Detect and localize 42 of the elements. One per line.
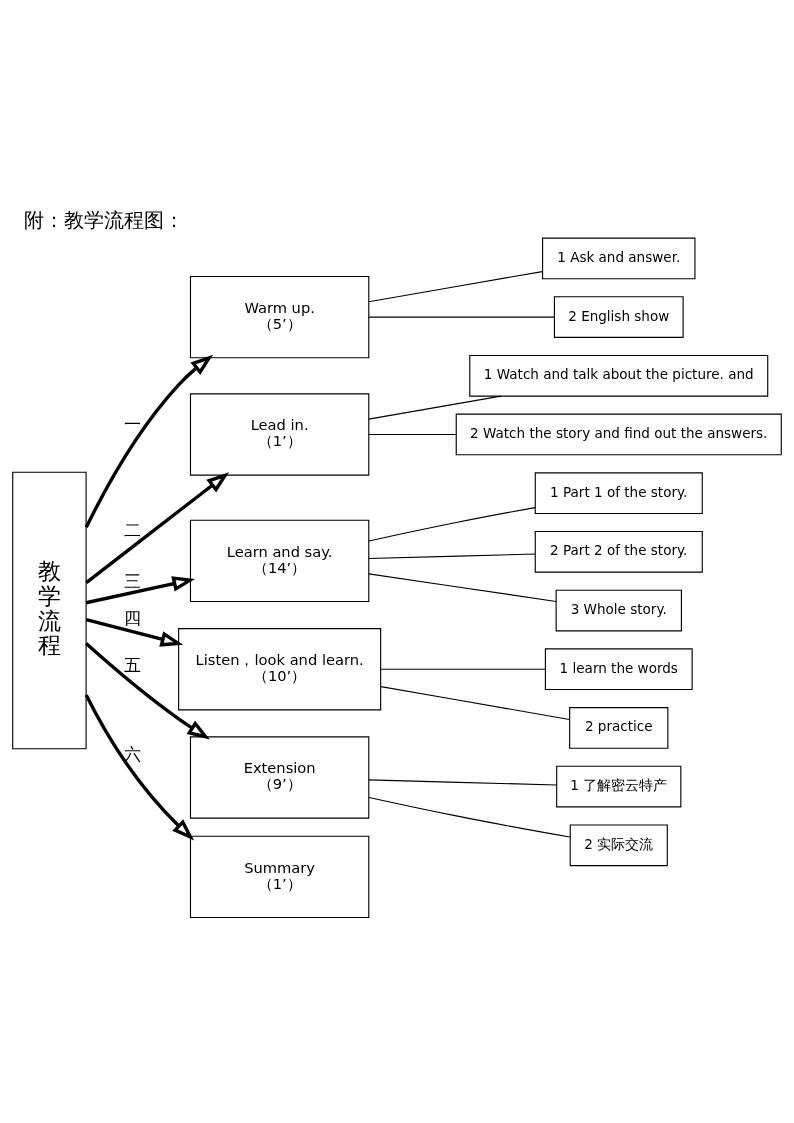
- connector: [368, 572, 557, 602]
- node-box: 2 Watch the story and find out the answers.: [455, 413, 782, 455]
- connector: [368, 796, 571, 838]
- node-box: 1 Watch and talk about the picture. and: [469, 354, 769, 397]
- edge-label: 四: [123, 607, 141, 628]
- arrow: [85, 575, 196, 604]
- node-box: Extension （9’）: [189, 735, 370, 819]
- edge-label: 六: [123, 742, 141, 763]
- edge-label: 二: [123, 519, 141, 540]
- diagram-title: 附：教学流程图：: [23, 207, 184, 232]
- connector: [368, 270, 543, 302]
- node-box: Warm up. （5’）: [189, 275, 370, 358]
- node-box: Learn and say. （14’）: [189, 519, 370, 602]
- node-box: 2 实际交流: [569, 823, 668, 866]
- connector: [368, 778, 558, 785]
- node-box: 2 Part 2 of the story.: [534, 530, 703, 573]
- node-box: 1 Part 1 of the story.: [534, 471, 703, 514]
- arrow: [84, 693, 195, 840]
- node-box: 2 English show: [553, 295, 684, 338]
- edge-label: 一: [123, 413, 141, 434]
- node-box: Listen，look and learn. （10’）: [178, 627, 382, 710]
- node-box: 教学流程: [12, 471, 87, 749]
- arrow: [85, 471, 230, 584]
- arrow: [84, 354, 214, 528]
- edge-label: 三: [123, 570, 141, 591]
- node-box: 1 Ask and answer.: [542, 237, 696, 279]
- node-box: 2 practice: [569, 706, 669, 749]
- arrow: [85, 617, 184, 647]
- connector: [368, 433, 457, 435]
- edge-label: 五: [123, 654, 141, 675]
- connector: [368, 316, 555, 318]
- connector: [380, 668, 546, 670]
- node-box: 1 learn the words: [544, 647, 693, 690]
- node-box: 3 Whole story.: [555, 589, 682, 631]
- node-box: Lead in. （1’）: [189, 392, 370, 476]
- connector: [368, 395, 502, 420]
- connector: [380, 685, 570, 720]
- node-box: Summary （1’）: [189, 835, 370, 918]
- node-box: 1 了解密云特产: [556, 765, 682, 807]
- connector: [368, 506, 536, 541]
- connector: [368, 553, 536, 559]
- arrow: [85, 641, 210, 739]
